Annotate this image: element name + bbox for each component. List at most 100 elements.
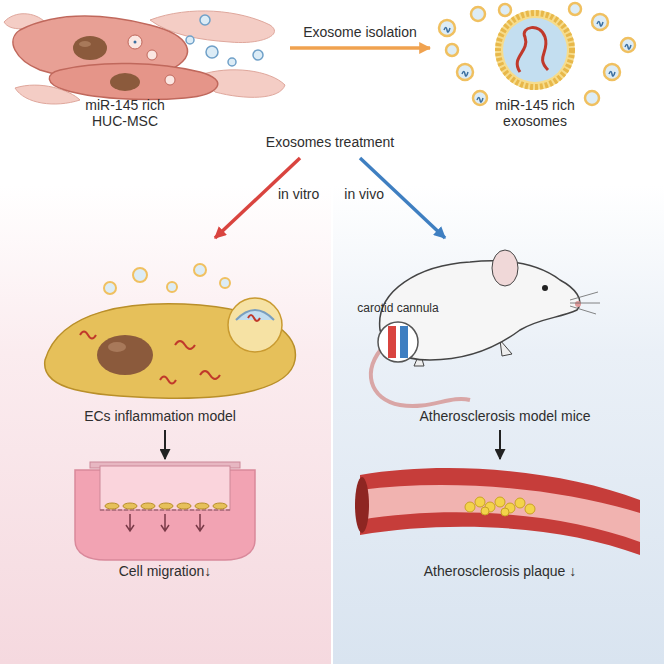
transwell-chamber-part <box>177 503 191 509</box>
exosome-illustration-part <box>585 91 599 105</box>
artery-plaque-part <box>475 497 485 507</box>
msc-cells-part <box>253 50 263 60</box>
transwell-chamber-part <box>159 503 173 509</box>
mouse-illustration-part <box>378 322 418 362</box>
caption-text: Exosomes treatment <box>255 134 405 150</box>
artery-plaque-part <box>501 508 509 516</box>
msc-cells-part <box>165 75 175 85</box>
plaque-figure: Atherosclerosis plaque ↓ <box>355 460 645 590</box>
mouse-figure: carotid cannulaAtherosclerosis model mic… <box>355 240 645 428</box>
artery-plaque <box>355 468 640 555</box>
artery-plaque-part <box>495 497 505 507</box>
exosome-illustration-part <box>477 98 483 103</box>
exosome-illustration-part <box>625 45 631 50</box>
exosome-illustration-part <box>473 91 487 105</box>
msc-cells-part <box>110 73 140 91</box>
arrow-label: in vitro <box>278 186 338 202</box>
artery-plaque-part <box>481 507 489 515</box>
artery-plaque-part <box>515 498 525 508</box>
exosome-illustration-part <box>462 72 468 77</box>
msc-cells-part <box>228 58 236 66</box>
mouse-illustration-part <box>570 303 600 304</box>
endothelial-cell-part <box>104 282 116 294</box>
exosome-illustration-part <box>503 18 567 82</box>
transwell-chamber-part <box>213 503 227 509</box>
transwell-chamber <box>75 462 255 560</box>
caption-text: miR-145 rich HUC-MSC <box>70 97 180 129</box>
endothelial-cell-part <box>194 264 206 276</box>
endothelial-cell-part <box>80 332 96 339</box>
exosome-illustration-part <box>604 64 620 80</box>
panel-backgrounds-part <box>333 185 664 664</box>
endothelial-cell-part <box>220 278 230 288</box>
endothelial-cell-part <box>200 371 220 379</box>
transwell-figure: Cell migration↓ <box>55 460 285 590</box>
exosome-illustration-part <box>446 44 458 56</box>
caption-text: Cell migration↓ <box>65 563 265 579</box>
caption-text: Atherosclerosis plaque ↓ <box>370 563 630 579</box>
caption-text: ECs inflammation model <box>40 408 280 424</box>
msc-cells-part <box>128 35 142 49</box>
transwell-chamber-part <box>196 514 204 531</box>
flow-arrow <box>290 46 430 50</box>
panel-backgrounds-part <box>0 185 331 664</box>
exosome-illustration-part <box>499 4 511 16</box>
mouse-illustration-part <box>570 306 596 314</box>
msc-cells-part <box>134 41 137 44</box>
mouse-illustration <box>371 250 600 406</box>
mouse-illustration-part <box>492 250 518 286</box>
endothelial-cell-part <box>167 282 177 292</box>
caption-text: miR-145 rich exosomes <box>480 97 590 129</box>
panel-backgrounds <box>0 185 664 664</box>
mouse-illustration-part <box>575 301 581 307</box>
msc-cells-part <box>200 15 210 25</box>
transwell-chamber-part <box>123 503 137 509</box>
msc-cells-part <box>147 50 157 60</box>
msc-cells-part <box>73 36 107 60</box>
endothelial-cell-part <box>160 377 176 384</box>
exosome-illustration <box>439 3 635 105</box>
endothelial-cell-part <box>248 315 260 321</box>
transwell-chamber-part <box>105 503 119 509</box>
flow-arrow <box>164 430 166 459</box>
transwell-chamber-part <box>100 466 230 510</box>
endothelial-cell-part <box>97 335 153 375</box>
exosome-illustration-part <box>569 3 581 15</box>
artery-plaque-part <box>525 504 535 514</box>
exosome-illustration-part <box>495 10 575 90</box>
mouse-illustration-part <box>542 285 548 291</box>
exosome-illustration-part <box>517 28 548 72</box>
mouse-illustration-part <box>388 326 396 358</box>
mouse-illustration-part <box>570 292 598 300</box>
exosome-illustration-part <box>471 7 485 21</box>
msc-cells-part <box>49 63 217 99</box>
artery-plaque-part <box>360 468 640 555</box>
msc-cells-part <box>186 36 194 44</box>
exosome-illustration-part <box>498 13 572 87</box>
exosome-illustration-part <box>439 20 455 36</box>
exosome-illustration-part <box>444 28 450 33</box>
endothelial-cell-part <box>228 298 282 352</box>
msc-cells-part <box>206 46 218 58</box>
exosome-illustration-part <box>609 72 615 77</box>
msc-cells <box>4 11 285 104</box>
artery-plaque-part <box>360 485 640 542</box>
cell-figure: miR-145 rich HUC-MSC <box>15 5 290 131</box>
endothelial-cell <box>45 264 296 398</box>
cell-model-figure: ECs inflammation model <box>35 240 305 428</box>
exosome-illustration-part <box>592 14 608 30</box>
endothelial-cell-part <box>175 341 195 349</box>
callout-label: carotid cannula <box>343 302 453 316</box>
exosome-figure: miR-145 rich exosomes <box>430 5 650 131</box>
caption-text: Atherosclerosis model mice <box>375 408 635 424</box>
transwell-chamber-part <box>195 503 209 509</box>
msc-cells-part <box>79 41 91 47</box>
transwell-chamber-part <box>141 503 155 509</box>
transwell-chamber-part <box>126 514 134 531</box>
endothelial-cell-part <box>133 268 147 282</box>
arrow-label: Exosome isolation <box>295 24 425 40</box>
artery-plaque-part <box>465 502 475 512</box>
transwell-chamber-part <box>161 514 169 531</box>
artery-plaque-part <box>355 477 369 533</box>
